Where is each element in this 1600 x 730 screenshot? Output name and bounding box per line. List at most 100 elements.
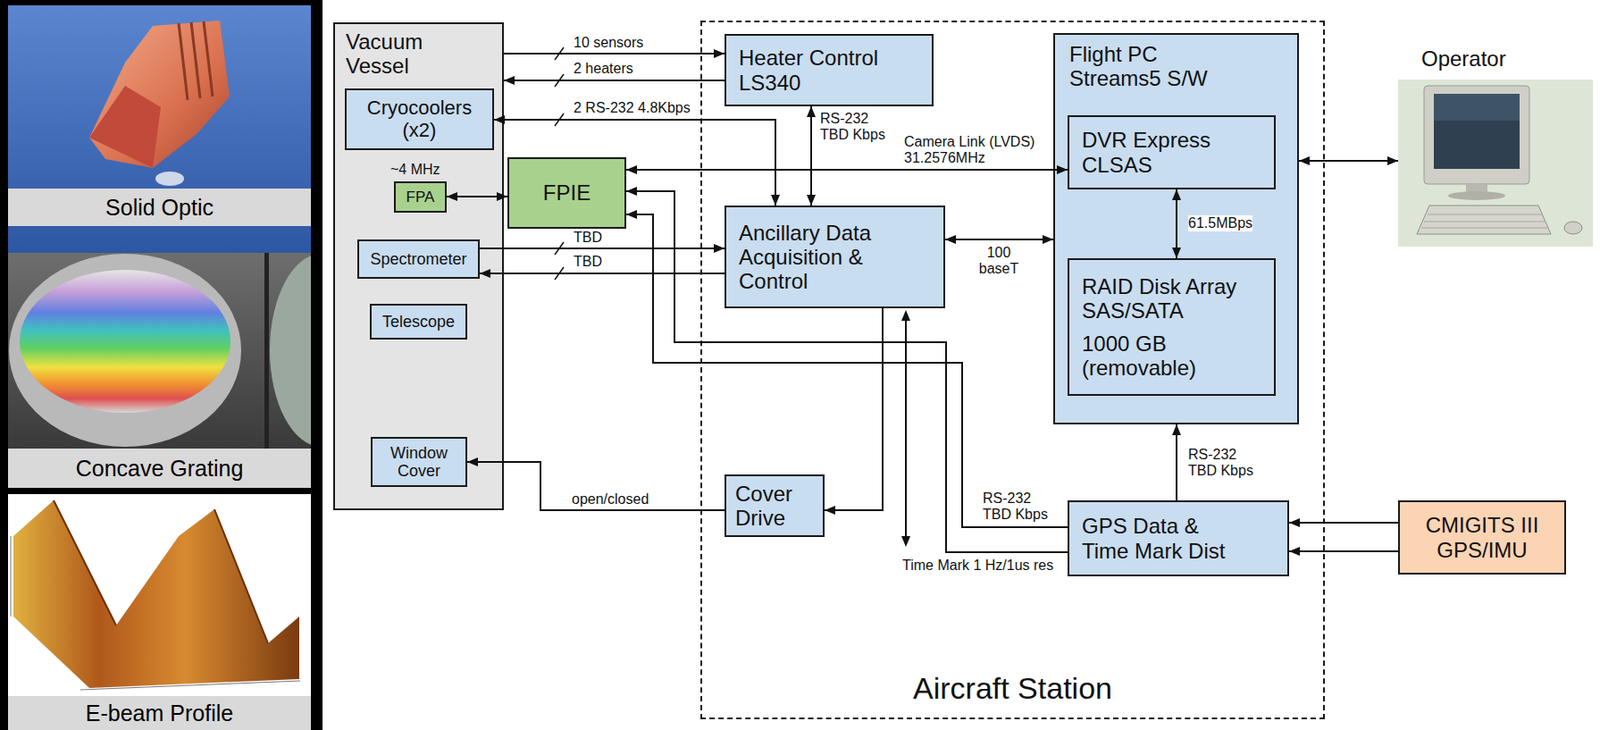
- box-label: FPA: [406, 188, 436, 206]
- optic-groove: [178, 21, 213, 101]
- signal-label: TBD: [573, 253, 603, 270]
- signal-label: 10 sensors: [573, 34, 644, 51]
- region-title: Aircraft Station: [702, 670, 1324, 705]
- connector: [626, 209, 1068, 528]
- arrowhead: [824, 505, 836, 515]
- connector: [1289, 546, 1399, 556]
- process-box: FPIE: [507, 157, 627, 229]
- connector: [1289, 518, 1399, 528]
- connector-line: [824, 308, 883, 511]
- screen-highlight: [1433, 93, 1520, 121]
- signal-label: 100 baseT: [971, 244, 1026, 277]
- connector: [1172, 189, 1182, 259]
- vessel-box: Vacuum VesselCryocoolers (x2) FPA Spectrom…: [333, 22, 504, 511]
- photo-background: [8, 252, 311, 449]
- connector: [626, 186, 1068, 553]
- component-box: Window Cover: [370, 436, 468, 487]
- arrowhead: [713, 49, 725, 59]
- connector: [479, 268, 725, 278]
- box-label: Ancillary Data Acquisition & Control: [738, 220, 900, 294]
- connector: [626, 165, 1068, 175]
- connector: [824, 308, 883, 515]
- connector-line: [1289, 521, 1399, 524]
- connector: [494, 115, 780, 206]
- component-box: Telescope: [369, 303, 468, 340]
- box-label: Cover Drive: [735, 481, 814, 530]
- connector: [806, 106, 816, 206]
- arrowhead: [1289, 546, 1300, 556]
- caption-bar: [8, 695, 311, 730]
- arrowhead: [626, 186, 637, 196]
- component-box: Spectrometer: [357, 239, 480, 279]
- arrowhead: [503, 75, 515, 85]
- box-label: DVR Express CLSAS: [1081, 127, 1252, 176]
- operator-station: Operator: [1398, 42, 1593, 247]
- connector-line: [1298, 159, 1399, 162]
- arrowhead: [446, 192, 458, 202]
- arrowhead: [1289, 518, 1300, 528]
- signal-label: RS-232 TBD Kbps: [982, 490, 1058, 523]
- signal-label: RS-232 TBD Kbps: [820, 110, 896, 143]
- connector: [479, 243, 725, 253]
- arrowhead: [1056, 165, 1068, 175]
- group-title: Vacuum Vessel: [345, 29, 462, 78]
- connector-line: [1175, 424, 1178, 501]
- signal-label: 2 heaters: [573, 60, 634, 77]
- station-region: Aircraft Station Heater Control LS340Anci…: [700, 20, 1325, 720]
- ridge-line: [53, 500, 269, 644]
- box-label: GPS Data & Time Mark Dist: [1081, 513, 1239, 562]
- arrowhead: [467, 457, 478, 467]
- signal-line: [904, 317, 907, 540]
- sensor-box: CMIGITS III GPS/IMU: [1398, 500, 1567, 575]
- arrowhead: [945, 234, 956, 244]
- keyboard-keys: [1421, 214, 1549, 228]
- arrowhead: [1042, 234, 1054, 244]
- signal-label: Camera Link (LVDS) 31.2576MHz: [904, 134, 1052, 167]
- signal-label: 61.5MBps: [1188, 215, 1253, 232]
- connector-line: [467, 461, 725, 511]
- connector-line: [945, 238, 1054, 241]
- process-box: Cover Drive: [724, 474, 825, 537]
- box-label: Heater Control LS340: [738, 45, 918, 94]
- box-label: Window Cover: [383, 443, 455, 481]
- box-label: 1000 GB (removable): [1081, 331, 1252, 380]
- connector: [945, 234, 1054, 244]
- photo-background: [8, 494, 311, 696]
- connector-line: [626, 168, 1068, 171]
- grating-surface: [19, 269, 231, 413]
- monitor-screen: [1433, 93, 1520, 169]
- component-box: Cryocoolers (x2): [344, 88, 495, 151]
- connector: [446, 192, 508, 202]
- grating-rim: [8, 253, 242, 447]
- connector-line: [503, 52, 725, 55]
- solid-optic-shape: [89, 20, 230, 168]
- arrowhead: [713, 243, 725, 253]
- box-label: RAID Disk Array SAS/SATA: [1081, 274, 1252, 323]
- arrowhead: [1172, 247, 1182, 259]
- connector-line: [503, 79, 725, 82]
- signal-label: Time Mark 1 Hz/1us res: [902, 557, 1054, 574]
- arrowhead: [1172, 189, 1182, 201]
- arrowhead: [806, 194, 816, 206]
- signal-label: TBD: [573, 229, 603, 246]
- group-title: Flight PC Streams5 S/W: [1069, 41, 1231, 91]
- white-panel: [322, 0, 1600, 730]
- solid-optic-face: [89, 85, 161, 168]
- arrowhead: [1387, 156, 1399, 166]
- frequency-label: ~4 MHz: [390, 161, 441, 178]
- process-box: DVR Express CLSAS: [1067, 115, 1276, 190]
- connector: [503, 75, 725, 85]
- arrowhead: [1172, 424, 1182, 436]
- signal-label: 2 RS-232 4.8Kbps: [573, 100, 691, 117]
- monitor-body: [1424, 85, 1530, 185]
- photo-divider: [264, 252, 269, 449]
- connector: [1298, 156, 1399, 166]
- caption-bar: [8, 188, 311, 227]
- box-label: FPIE: [543, 180, 591, 205]
- caption-bar: [8, 448, 311, 488]
- computer-backdrop: [1398, 79, 1593, 247]
- connector-line: [494, 119, 776, 206]
- arrowhead: [626, 165, 637, 175]
